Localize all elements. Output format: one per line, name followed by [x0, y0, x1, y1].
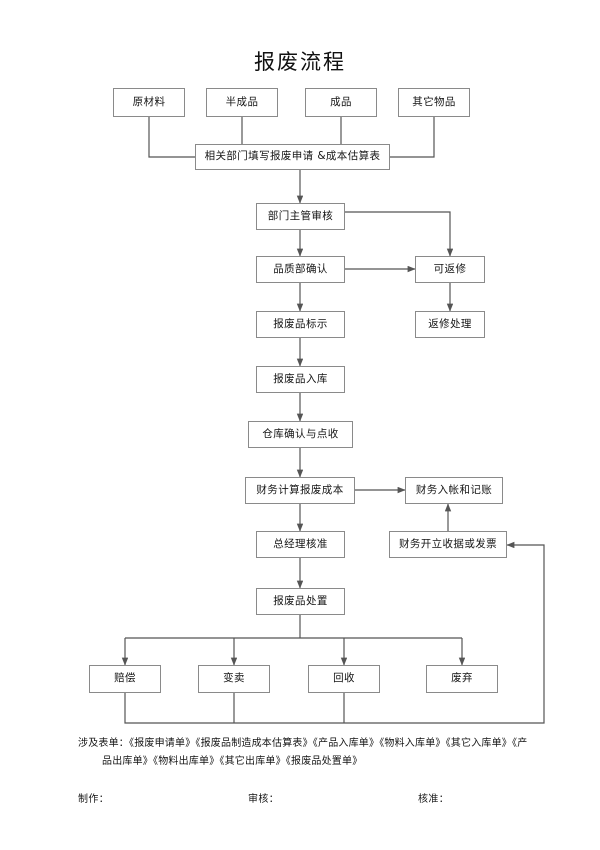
page-title: 报废流程	[254, 50, 346, 74]
signature-row: 制作： 审核： 核准：	[78, 790, 530, 806]
node-scrap-in-store[interactable]: 报废品入库	[256, 366, 345, 393]
related-forms-line-2: 品出库单》《物料出库单》《其它出库单》《报废品处置单》	[102, 755, 363, 767]
edge-raw-material-to-apply	[148, 117, 195, 158]
node-finished-product[interactable]: 成品	[305, 88, 377, 117]
edge-compensate-to-receipt	[124, 541, 545, 724]
node-sell-off[interactable]: 变卖	[198, 665, 270, 693]
node-semi-finished[interactable]: 半成品	[206, 88, 278, 117]
signature-prepared-by: 制作：	[78, 794, 110, 805]
node-dept-review[interactable]: 部门主管审核	[256, 203, 345, 230]
node-quality-confirm[interactable]: 品质部确认	[256, 256, 345, 283]
node-repairable[interactable]: 可返修	[415, 256, 485, 283]
node-scrap-disposal[interactable]: 报废品处置	[256, 588, 345, 615]
node-other-goods[interactable]: 其它物品	[398, 88, 470, 117]
related-forms-line-1: 涉及表单：《报废申请单》《报废品制造成本估算表》《产品入库单》《物料入库单》《其…	[78, 738, 528, 749]
node-scrap-mark[interactable]: 报废品标示	[256, 311, 345, 338]
signature-approved-by: 核准：	[418, 794, 450, 805]
node-compensate[interactable]: 赔偿	[89, 665, 161, 693]
edge-dept-review-to-repairable	[345, 211, 454, 257]
node-warehouse-confirm[interactable]: 仓库确认与点收	[248, 421, 353, 448]
node-apply-form[interactable]: 相关部门填写报废申请 &成本估算表	[195, 144, 390, 170]
node-raw-material[interactable]: 原材料	[113, 88, 185, 117]
edge-other-goods-to-apply	[390, 117, 435, 158]
node-gm-approval[interactable]: 总经理核准	[256, 531, 345, 558]
node-discard[interactable]: 废弃	[426, 665, 498, 693]
node-recycle[interactable]: 回收	[308, 665, 380, 693]
node-finance-entry[interactable]: 财务入帐和记账	[405, 477, 503, 504]
node-finance-cost[interactable]: 财务计算报废成本	[245, 477, 355, 504]
signature-reviewed-by: 审核：	[248, 794, 280, 805]
node-repair-process[interactable]: 返修处理	[415, 311, 485, 338]
node-finance-receipt[interactable]: 财务开立收据或发票	[389, 531, 507, 558]
related-forms-note: 涉及表单：《报废申请单》《报废品制造成本估算表》《产品入库单》《物料入库单》《其…	[78, 735, 530, 770]
